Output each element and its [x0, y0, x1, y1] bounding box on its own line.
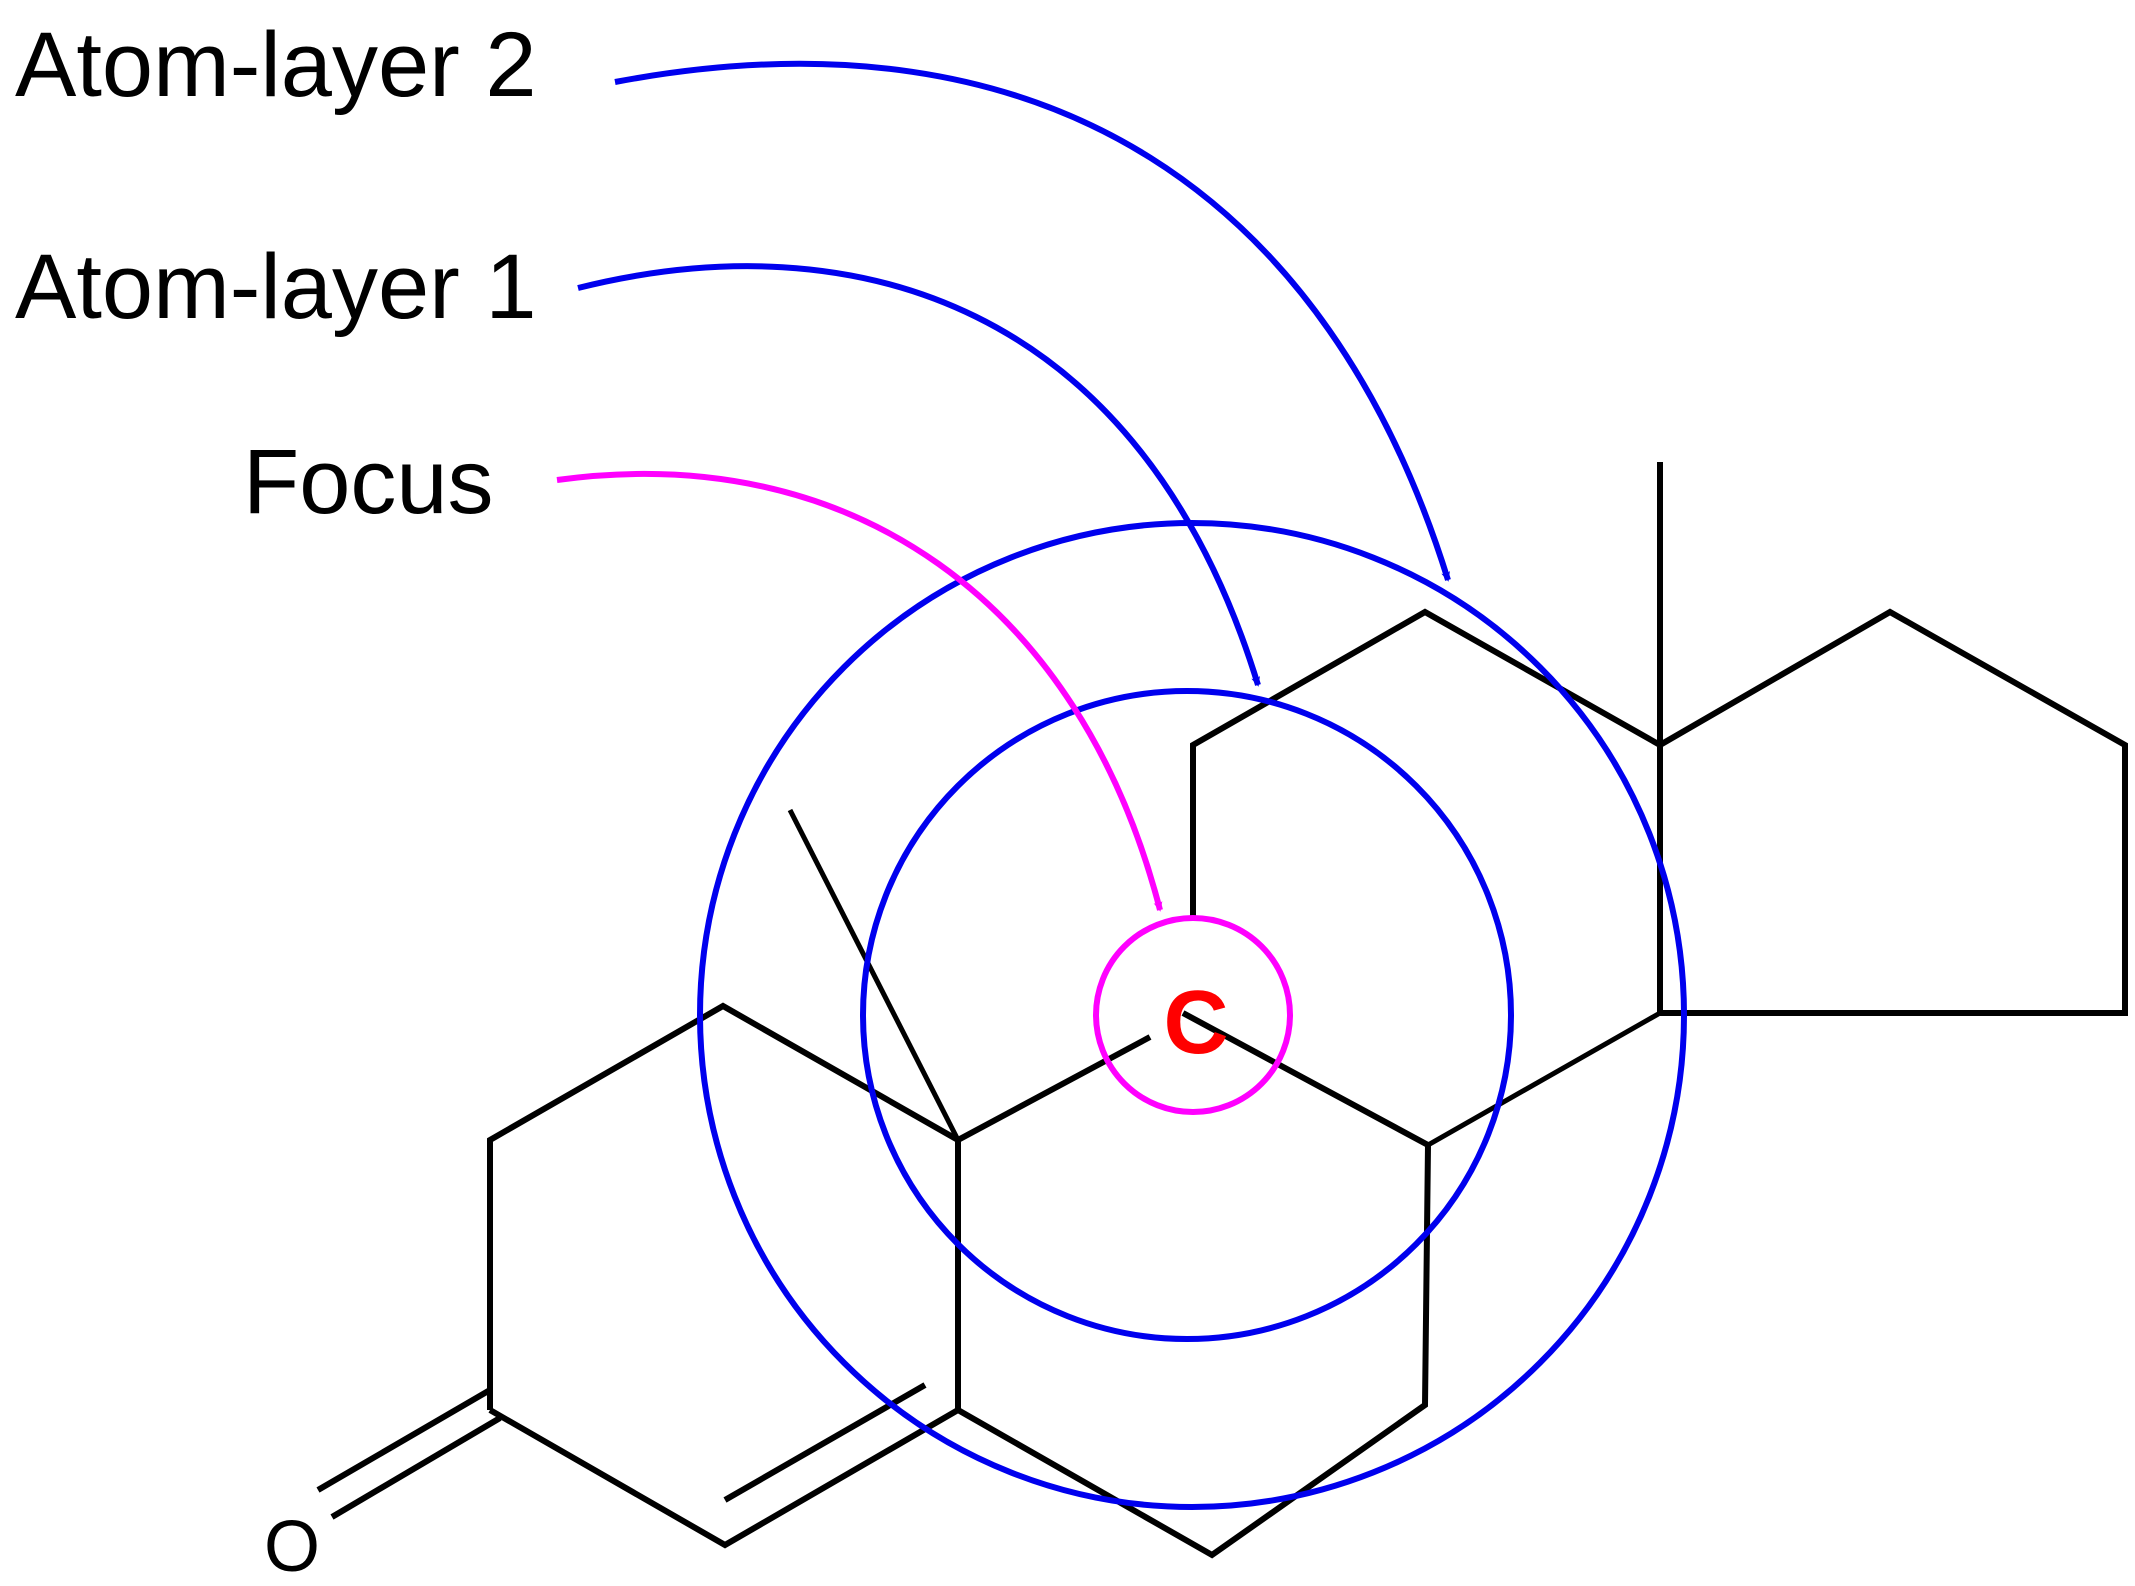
carbonyl-bond-1: [316, 1387, 492, 1493]
carbonyl-bond-2: [330, 1415, 502, 1520]
bond-c8-c14: [1426, 1010, 1662, 1148]
label-atom-layer-1: Atom-layer 1: [15, 236, 537, 338]
arrow-focus: [556, 470, 1163, 912]
arrow-layer-2: [614, 60, 1451, 582]
ring-a-bonds: [487, 1002, 961, 1549]
methyl-c10: [787, 808, 961, 1142]
label-atom-layer-2: Atom-layer 2: [15, 14, 537, 116]
focus-ring: [1093, 915, 1293, 1115]
arrow-layer-1: [577, 263, 1261, 687]
focus-atom-label: C: [1164, 973, 1229, 1073]
ring-c-bonds: [1190, 608, 1663, 1013]
ring-d-bonds: [1658, 608, 2128, 1016]
molecule-skeleton: [316, 462, 2128, 1559]
ring-a-double-bond: [723, 1382, 927, 1503]
bond-c10-focus: [956, 1034, 1152, 1143]
ring-b-bonds: [956, 1010, 1432, 1559]
atom-layer-1-ring: [860, 688, 1514, 1342]
oxygen-atom-label: O: [264, 1507, 320, 1586]
label-focus: Focus: [243, 431, 494, 533]
